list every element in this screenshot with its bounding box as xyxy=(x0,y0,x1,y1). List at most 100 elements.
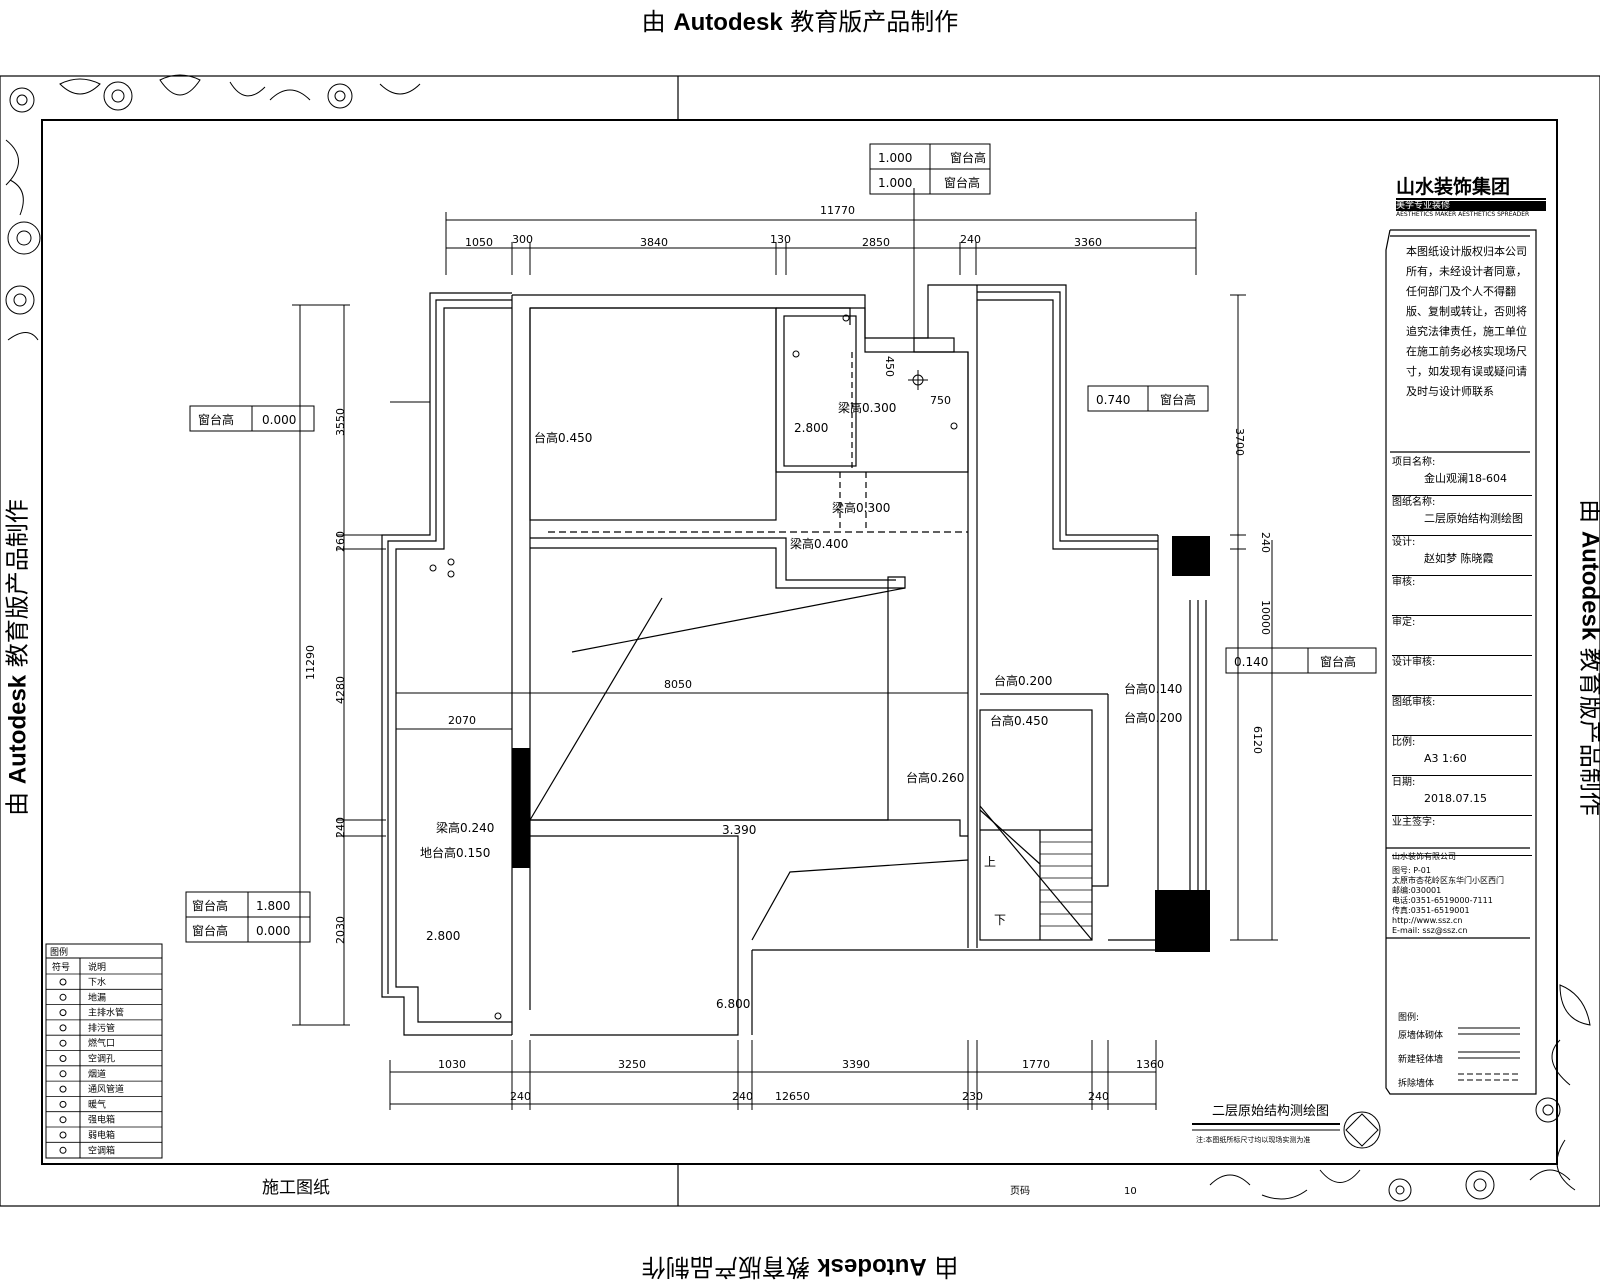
height-value: 0.740 xyxy=(1096,393,1130,407)
dim-top: 300 xyxy=(512,233,533,246)
dim-top: 240 xyxy=(960,233,981,246)
dim-bottom: 240 xyxy=(732,1090,753,1103)
legend-item-label: 地漏 xyxy=(88,991,106,1003)
company-fax: 传真:0351-6519001 xyxy=(1392,906,1532,916)
dim-top: 130 xyxy=(770,233,791,246)
legend-symbol-icon xyxy=(60,1117,66,1123)
company-email: E-mail: ssz@ssz.cn xyxy=(1392,926,1532,936)
dim-left: 260 xyxy=(334,531,347,552)
legend-item-label: 烟道 xyxy=(88,1068,106,1080)
legend-item-label: 空调箱 xyxy=(88,1144,115,1156)
legend-symbol-icon xyxy=(60,994,66,1000)
title-block-value: 赵如梦 陈晓霞 xyxy=(1424,552,1494,565)
height-value: 1.000 xyxy=(878,176,912,190)
beam-height-label: 梁高0.300 xyxy=(838,400,896,415)
title-block-label: 图纸审核: xyxy=(1392,696,1532,709)
title-block-label: 比例: xyxy=(1392,736,1532,749)
legend-item-label: 下水 xyxy=(88,976,106,988)
line-legend: 图例: 原墙体砌体 新建轻体墙 拆除墙体 xyxy=(1398,1012,1478,1096)
left-dimensions: 11290 3550 260 4280 240 2030 xyxy=(304,408,347,944)
line-legend-item: 原墙体砌体 xyxy=(1398,1024,1478,1048)
legend-symbol-icon xyxy=(60,1056,66,1062)
title-block-value: 金山观澜18-604 xyxy=(1424,472,1507,485)
sill-height-label: 台高0.140 xyxy=(1124,681,1182,696)
footer-tagline: 施工图纸 xyxy=(262,1182,330,1194)
symbol-legend-texts: 图例 符号 说明 xyxy=(50,946,106,973)
height-label: 窗台高 xyxy=(198,412,234,427)
dim-left: 4280 xyxy=(334,676,347,704)
line-legend-title: 图例: xyxy=(1398,1012,1478,1024)
title-block-row: 审核: xyxy=(1392,576,1532,616)
legend-symbol-icon xyxy=(60,1147,66,1153)
sheet-inner-frame xyxy=(42,120,1557,1164)
title-block-row: 图纸审核: xyxy=(1392,696,1532,736)
plan-walls xyxy=(382,188,1206,1035)
height-value: 1.000 xyxy=(878,151,912,165)
dim-bottom: 240 xyxy=(1088,1090,1109,1103)
height-label: 窗台高 xyxy=(944,175,980,190)
dim-bottom: 240 xyxy=(510,1090,531,1103)
dim-bottom: 230 xyxy=(962,1090,983,1103)
stair-up-label: 上 xyxy=(984,855,996,869)
footer-page-label: 页码 xyxy=(1010,1186,1030,1198)
dim-internal: 750 xyxy=(930,394,951,407)
title-block-label: 业主签字: xyxy=(1392,816,1532,829)
title-block-row: 设计审核: xyxy=(1392,656,1532,696)
legend-item-label: 主排水管 xyxy=(88,1007,124,1019)
company-info: 山水装饰有限公司 图号: P-01 太原市杏花岭区东华门小区西门 邮编:0300… xyxy=(1392,852,1532,936)
legend-symbol-icon xyxy=(60,1025,66,1031)
dim-left: 3550 xyxy=(334,408,347,436)
height-value: 0.000 xyxy=(256,924,290,938)
legend-symbol-icon xyxy=(60,1040,66,1046)
legend-symbol-icon xyxy=(60,979,66,985)
company-logo: 山水装饰集团 美学专业装修 AESTHETICS MAKER AESTHETIC… xyxy=(1396,176,1546,219)
dim-bottom: 3390 xyxy=(842,1058,870,1071)
title-block-label: 审定: xyxy=(1392,616,1532,629)
dim-left: 11290 xyxy=(304,645,317,680)
dim-right: 240 xyxy=(1259,532,1272,553)
title-block-row: 项目名称: 金山观澜18-604 xyxy=(1392,456,1532,496)
dim-total-top: 11770 xyxy=(820,204,855,217)
legend-item-label: 空调孔 xyxy=(88,1053,115,1065)
height-label: 窗台高 xyxy=(1160,392,1196,407)
floor-height-label: 3.390 xyxy=(722,823,756,837)
company-address: 太原市杏花岭区东华门小区西门 xyxy=(1392,876,1532,886)
floor-height-label: 2.800 xyxy=(426,929,460,943)
line-legend-item: 新建轻体墙 xyxy=(1398,1048,1478,1072)
beam-height-label: 梁高0.400 xyxy=(790,536,848,551)
height-label: 窗台高 xyxy=(1320,654,1356,669)
dim-right: 6120 xyxy=(1251,726,1264,754)
legend-header: 符号 xyxy=(52,961,70,973)
dim-internal: 450 xyxy=(883,356,896,377)
sill-height-label: 台高0.260 xyxy=(906,770,964,785)
dim-right: 3700 xyxy=(1233,428,1246,456)
dimension-lines xyxy=(300,220,1272,1104)
dim-left: 240 xyxy=(334,817,347,838)
dim-bottom: 12650 xyxy=(775,1090,810,1103)
copyright-notice: 本图纸设计版权归本公司所有，未经设计者同意，任何部门及个人不得翻版、复制或转让，… xyxy=(1406,242,1534,402)
legend-title: 图例 xyxy=(50,946,68,958)
right-dimensions: 3700 240 10000 6120 xyxy=(1233,428,1272,754)
plan-title: 二层原始结构测绘图 xyxy=(1212,1106,1329,1118)
symbol-legend-table xyxy=(46,944,162,1158)
title-block-label: 设计: xyxy=(1392,536,1532,549)
dim-internal: 8050 xyxy=(664,678,692,691)
structural-columns xyxy=(512,536,1210,952)
title-block-label: 项目名称: xyxy=(1392,456,1532,469)
dim-top: 3360 xyxy=(1074,236,1102,249)
legend-header: 说明 xyxy=(88,961,106,973)
sill-height-label: 台高0.200 xyxy=(1124,710,1182,725)
title-block-row: 比例:A3 1:60 xyxy=(1392,736,1532,776)
top-dimensions: 11770 1050 300 3840 130 2850 240 3360 xyxy=(465,204,1102,249)
legend-symbol-icon xyxy=(60,1086,66,1092)
height-value: 0.000 xyxy=(262,413,296,427)
legend-symbol-icon xyxy=(60,1010,66,1016)
floral-decoration-topleft xyxy=(6,75,420,340)
floor-height-label: 6.800 xyxy=(716,997,750,1011)
dimension-ticks xyxy=(292,212,1278,1110)
legend-item-label: 通风管道 xyxy=(88,1083,124,1095)
title-block-label: 图纸名称: xyxy=(1392,496,1532,509)
title-block-row: 业主签字: xyxy=(1392,816,1532,856)
company-tel: 电话:0351-6519000-7111 xyxy=(1392,896,1532,906)
